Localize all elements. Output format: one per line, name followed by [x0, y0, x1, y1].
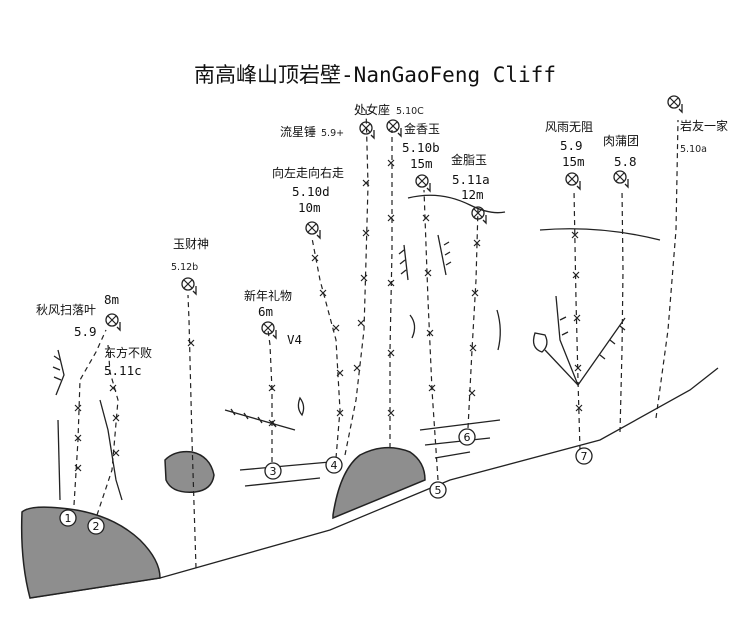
svg-text:3: 3 [270, 465, 277, 478]
route-line-9 [467, 207, 479, 429]
route-labels: 秋风扫落叶 8m 5.9 东方不败 5.11c 玉财神 5.12b 新年礼物 6… [36, 102, 728, 378]
start-marker: 3 [264, 462, 282, 480]
route-length: 10m [298, 200, 321, 215]
route-length: 12m [461, 187, 484, 202]
route-name: 玉财神 [173, 237, 209, 251]
route-grade: 5.10b [402, 140, 440, 155]
route-grade: 5.11c [104, 363, 142, 378]
route-name: 风雨无阻 [545, 120, 593, 134]
boulder-left [20, 506, 161, 599]
route-grade: 5.10a [680, 144, 707, 155]
route-line-1 [73, 329, 107, 506]
route-line-8 [423, 189, 439, 481]
route-name: 金香玉 [404, 121, 440, 136]
start-marker: 4 [325, 456, 343, 474]
svg-text:5: 5 [435, 484, 442, 497]
boulder-small [164, 450, 215, 493]
route-name: 秋风扫落叶 [36, 303, 96, 317]
anchor-symbols [105, 95, 683, 340]
route-grade: 5.12b [171, 262, 198, 273]
svg-text:6: 6 [464, 431, 471, 444]
start-marker: 7 [575, 447, 593, 465]
route-line-2 [96, 344, 119, 516]
svg-text:2: 2 [93, 520, 100, 533]
start-marker: 1 [59, 509, 77, 527]
route-line-4 [267, 329, 273, 462]
route-name: 肉蒲团 [603, 134, 639, 148]
route-grade: 5.11a [452, 172, 490, 187]
route-line-5 [311, 237, 341, 459]
route-line-11 [619, 189, 624, 433]
route-line-6 [344, 107, 369, 456]
route-length: 15m [410, 156, 433, 171]
svg-text:7: 7 [581, 450, 588, 463]
rock-features [52, 194, 661, 501]
route-name: 金脂玉 [451, 152, 487, 167]
bolt-marks [74, 159, 583, 472]
route-grade: 5.9 [560, 138, 583, 153]
route-name: 岩友一家 [680, 118, 728, 133]
svg-text:1: 1 [65, 512, 72, 525]
route-grade: 5.9 [74, 324, 97, 339]
route-length: 8m [104, 292, 119, 307]
route-length: 6m [258, 304, 273, 319]
start-marker: 5 [429, 481, 447, 499]
svg-text:4: 4 [331, 459, 338, 472]
route-grade: 5.8 [614, 154, 637, 169]
route-length: 15m [562, 154, 585, 169]
route-line-3 [187, 294, 197, 569]
route-name: 新年礼物 [244, 288, 292, 303]
route-name: 向左走向右走 [272, 165, 344, 180]
route-grade: V4 [287, 332, 302, 347]
route-line-12 [655, 119, 679, 419]
route-line-10 [573, 189, 581, 451]
route-name: 流星锤 [280, 124, 316, 139]
page-title: 南高峰山顶岩壁-NanGaoFeng Cliff [194, 63, 556, 87]
route-grade: 5.9+ [321, 128, 344, 139]
start-marker: 6 [458, 428, 476, 446]
route-name: 处女座 [354, 102, 390, 117]
start-markers: 1 2 3 4 5 6 7 [59, 428, 593, 535]
route-name: 东方不败 [104, 345, 152, 360]
route-grade: 5.10C [396, 106, 424, 117]
route-grade: 5.10d [292, 184, 330, 199]
start-marker: 2 [87, 517, 105, 535]
boulder-middle [332, 446, 426, 520]
route-line-7 [389, 130, 393, 448]
